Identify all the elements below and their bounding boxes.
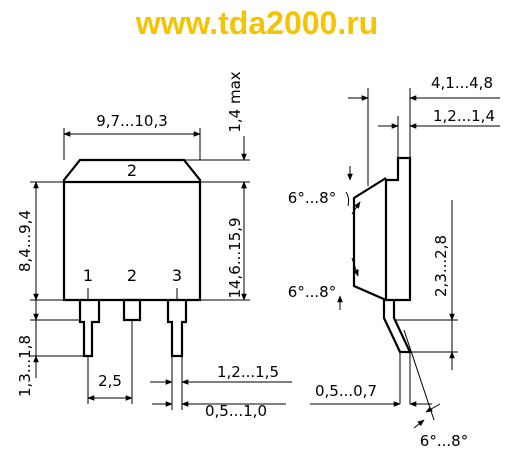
dim-body-height: 8,4...9,4	[16, 210, 34, 272]
dim-lead-offset: 0,5...0,7	[315, 382, 377, 400]
side-body	[352, 177, 387, 302]
dim-lead-width: 1,2...1,5	[217, 363, 279, 381]
lead-3	[166, 300, 188, 358]
dim-angle-mid: 6°...8°	[288, 283, 336, 301]
front-view: 2 1 2 3 9,7...10,3 1,4 max 8,4	[16, 71, 292, 420]
lead-2-stub	[122, 298, 142, 322]
dim-tab-height: 1,4 max	[226, 71, 244, 132]
dim-width: 9,7...10,3	[96, 112, 168, 130]
side-view: 4,1...4,8 1,2...1,4 6°...8° 6°...8° 2,3.…	[288, 74, 500, 450]
dim-lead-thickness: 0,5...1,0	[205, 402, 267, 420]
lead-1	[78, 300, 101, 358]
side-tab	[384, 156, 412, 302]
dim-angle-bottom: 6°...8°	[420, 432, 468, 450]
dim-pitch: 2,5	[98, 372, 122, 390]
dim-angle-top: 6°...8°	[288, 189, 336, 207]
dim-lead-length: 1,3...1,8	[16, 335, 34, 397]
website-banner: www.tda2000.ru	[135, 5, 379, 41]
dim-standoff: 2,3...2,8	[432, 235, 450, 297]
pin-label-1: 1	[83, 266, 93, 285]
pin-label-2: 2	[127, 266, 137, 285]
dim-total-height: 14,6...15,9	[226, 217, 244, 298]
dim-thickness: 4,1...4,8	[431, 74, 493, 92]
pin-label-3: 3	[172, 266, 182, 285]
dim-tab-thickness: 1,2...1,4	[433, 107, 495, 125]
side-lead	[382, 300, 412, 354]
tab-label: 2	[127, 161, 137, 180]
